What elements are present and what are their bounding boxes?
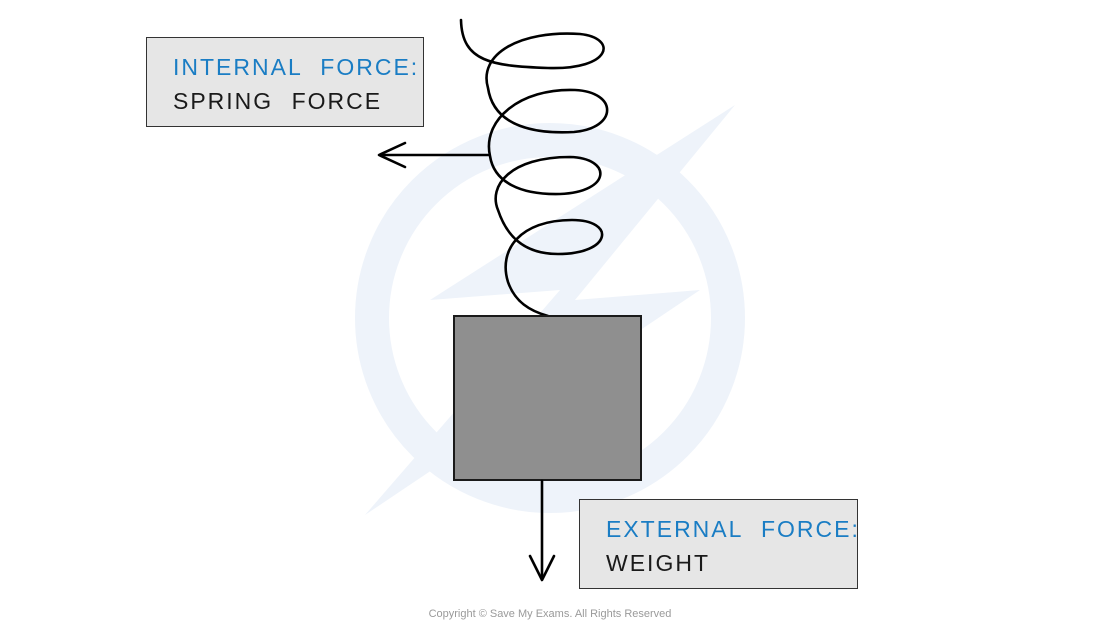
internal-force-value: SPRING FORCE — [173, 88, 383, 114]
weight-arrow — [528, 479, 556, 582]
copyright-notice: Copyright © Save My Exams. All Rights Re… — [428, 608, 672, 620]
external-force-heading: EXTERNAL FORCE: — [606, 516, 860, 542]
external-force-value: WEIGHT — [606, 550, 710, 576]
external-force-label-box: EXTERNAL FORCE: WEIGHT — [579, 499, 858, 589]
spring-coil — [459, 18, 609, 318]
internal-force-label-box: INTERNAL FORCE: SPRING FORCE — [146, 37, 424, 127]
spring-force-arrow — [377, 141, 490, 169]
internal-force-heading: INTERNAL FORCE: — [173, 54, 420, 80]
hanging-mass — [453, 315, 642, 481]
